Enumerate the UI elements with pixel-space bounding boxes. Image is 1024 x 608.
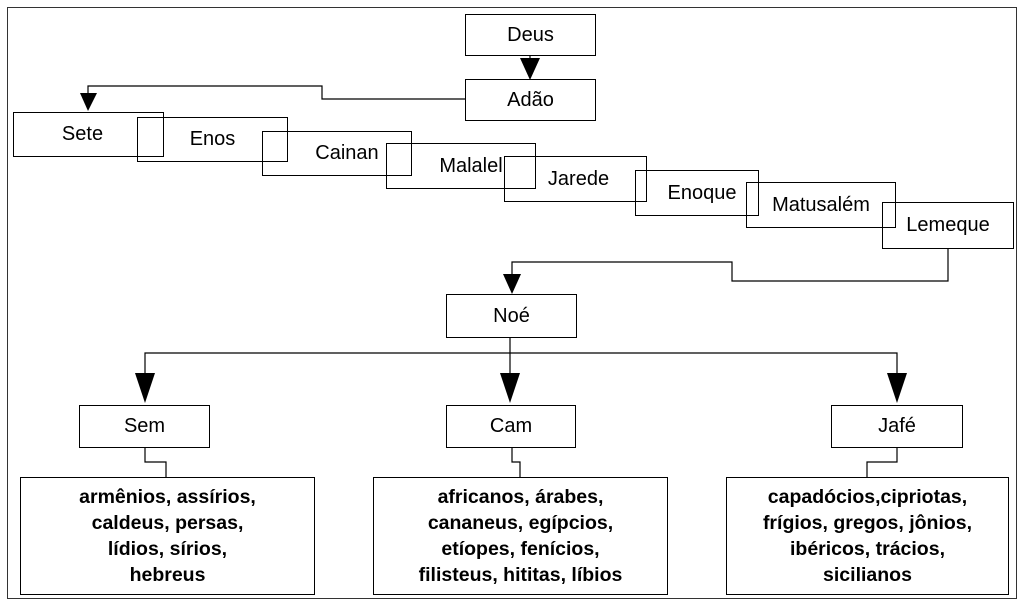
node-cam: Cam [446, 405, 576, 448]
node-sete-label: Sete [61, 123, 104, 145]
connector-sem-peoples [144, 448, 167, 477]
peoples-jafe-text: capadócios,cipriotas, frígios, gregos, j… [762, 486, 973, 586]
peoples-cam: africanos, árabes, cananeus, egípcios, e… [373, 477, 668, 595]
arrowhead-jafe [887, 373, 907, 403]
arrowhead-sete [80, 93, 97, 111]
node-sem: Sem [79, 405, 210, 448]
node-sete: Sete [13, 112, 164, 157]
node-jarede: Jarede [504, 156, 647, 202]
connector-cam-peoples [511, 448, 521, 477]
node-adao: Adão [465, 79, 596, 121]
connector-noe-branch [144, 352, 898, 375]
node-cam-label: Cam [489, 415, 533, 437]
node-lemeque: Lemeque [882, 202, 1014, 249]
node-enos-label: Enos [189, 128, 236, 150]
node-jafe-label: Jafé [878, 415, 916, 437]
node-sem-label: Sem [123, 415, 166, 437]
node-cainan: Cainan [262, 131, 412, 176]
node-enoque-label: Enoque [667, 181, 737, 204]
arrowhead-cam [500, 373, 520, 403]
node-noe: Noé [446, 294, 577, 338]
arrowhead-adao [520, 58, 540, 80]
node-adao-label: Adão [507, 88, 554, 111]
peoples-sem-text: armênios, assírios, caldeus, persas, líd… [79, 486, 256, 586]
node-cainan-label: Cainan [315, 142, 379, 164]
node-noe-label: Noé [493, 304, 530, 327]
peoples-jafe: capadócios,cipriotas, frígios, gregos, j… [726, 477, 1009, 595]
node-malalel-label: Malalel [439, 154, 503, 177]
node-enos: Enos [137, 117, 288, 162]
connector-lemeque-noe [511, 249, 949, 282]
node-deus: Deus [465, 14, 596, 56]
connector-jafe-peoples [866, 448, 898, 477]
node-malalel: Malalel [386, 143, 536, 189]
node-lemeque-label: Lemeque [906, 214, 990, 236]
node-deus-label: Deus [507, 23, 554, 46]
arrowhead-sem [135, 373, 155, 403]
arrowhead-noe [503, 274, 521, 294]
node-jafe: Jafé [831, 405, 963, 448]
connector-adao-sete [87, 85, 465, 100]
node-enoque: Enoque [635, 170, 759, 216]
peoples-sem: armênios, assírios, caldeus, persas, líd… [20, 477, 315, 595]
node-jarede-label: Jarede [547, 167, 610, 190]
peoples-cam-text: africanos, árabes, cananeus, egípcios, e… [418, 486, 623, 586]
diagram-frame [7, 7, 1017, 599]
node-matusalem: Matusalém [746, 182, 896, 228]
node-matusalem-label: Matusalém [772, 193, 870, 216]
